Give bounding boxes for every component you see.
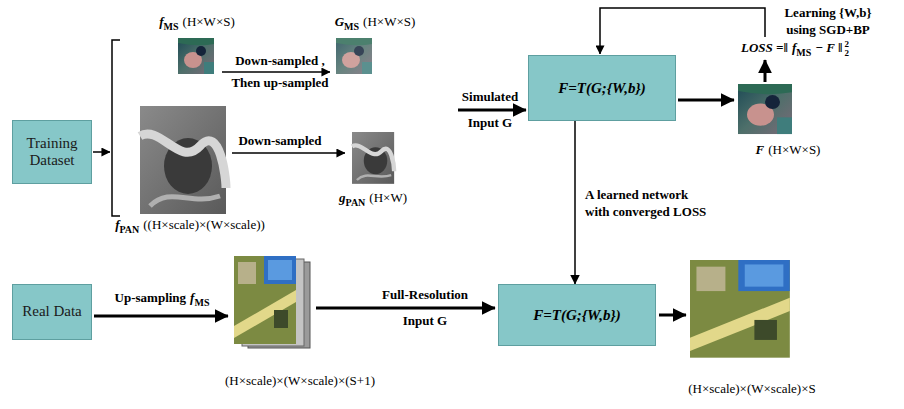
subscript-text: 2 xyxy=(845,49,850,58)
label-text: − F ‖ xyxy=(815,40,842,55)
pan-image-small xyxy=(352,132,394,184)
label-text: LOSS =‖ xyxy=(741,40,788,55)
label-group: fPAN ((H×scale)×(W×scale)) xyxy=(115,217,265,234)
label-group: GMS (H×W×S) xyxy=(335,14,416,31)
label-group: Full-Resolution Input G xyxy=(375,282,475,334)
arrow xyxy=(93,151,110,153)
box-text: Training Dataset xyxy=(17,135,87,170)
thick-arrow xyxy=(678,99,734,102)
arrow xyxy=(232,152,345,154)
label-text: F xyxy=(756,142,765,157)
subscript-text: MS xyxy=(164,21,179,32)
fused-image xyxy=(738,84,792,134)
label-text: Simulated Input G xyxy=(462,89,518,130)
label-text: g xyxy=(339,190,346,205)
label-text: Up-sampling xyxy=(115,290,187,305)
thick-arrow xyxy=(764,60,767,82)
superscript-text: 2 xyxy=(845,40,850,49)
box-text: F=T(G;{W,b}) xyxy=(558,79,645,97)
label-group: Simulated Input G xyxy=(454,84,526,136)
label-group: fMS (H×W×S) xyxy=(159,14,235,31)
network-box: F=T(G;{W,b}) xyxy=(498,284,656,346)
label-text: G xyxy=(335,14,344,29)
dataset-box: Real Data xyxy=(12,284,92,340)
upsampled-image xyxy=(234,256,296,344)
network-box: F=T(G;{W,b}) xyxy=(528,55,676,121)
dataset-box: Training Dataset xyxy=(12,120,92,184)
label-text: (H×W×S) xyxy=(363,14,415,29)
thick-arrow xyxy=(458,109,526,112)
ms-image-blurred xyxy=(336,38,372,74)
label-text: f xyxy=(115,217,119,232)
label-text: (H×W) xyxy=(369,190,407,205)
label-text: (H×W×S) xyxy=(768,142,820,157)
arrow xyxy=(222,71,330,73)
label-text: f xyxy=(190,290,194,305)
subscript-text: PAN xyxy=(346,197,366,208)
box-text: Real Data xyxy=(22,303,82,320)
ms-image xyxy=(178,38,214,74)
label-group: F(H×W×S) xyxy=(756,142,821,158)
thick-arrow xyxy=(316,307,495,310)
label-text: (H×scale)×(W×scale)×S xyxy=(688,381,816,396)
label-group: gPAN(H×W) xyxy=(339,190,407,207)
label-group: Down-sampled , Then up-sampled xyxy=(224,50,336,94)
thick-arrow xyxy=(659,314,686,317)
label-text: ((H×scale)×(W×scale)) xyxy=(143,217,265,232)
bracket xyxy=(112,40,120,216)
label-group: Down-sampled xyxy=(238,133,321,149)
thick-arrow xyxy=(94,315,228,318)
label-group: LOSS =‖ fMS − F ‖22 xyxy=(741,40,849,58)
label-text: (H×scale)×(W×scale)×(S+1) xyxy=(225,373,375,388)
label-group: (H×scale)×(W×scale)×(S+1) xyxy=(225,373,375,389)
exponent-stack: 22 xyxy=(845,40,850,58)
subscript-text: MS xyxy=(796,47,811,58)
edge-label: A learned network with converged LOSS xyxy=(585,186,713,220)
feedback-arrow xyxy=(600,8,765,54)
label-group: Learning {W,b} using SGD+BP xyxy=(776,4,881,38)
output-image xyxy=(690,260,790,358)
subscript-text: MS xyxy=(194,297,209,308)
label-group: Up-samplingfMS xyxy=(115,290,210,307)
label-text: Down-sampled xyxy=(238,133,321,148)
pan-image xyxy=(140,106,226,214)
box-text: F=T(G;{W,b}) xyxy=(533,306,620,324)
label-group: (H×scale)×(W×scale)×S xyxy=(688,381,816,397)
label-text: Learning {W,b} using SGD+BP xyxy=(784,5,871,37)
label-text: Full-Resolution Input G xyxy=(382,287,468,328)
label-text: f xyxy=(792,40,796,55)
subscript-text: MS xyxy=(344,21,359,32)
label-text: Down-sampled , Then up-sampled xyxy=(231,53,328,90)
connector-arrow xyxy=(574,121,576,284)
label-text: f xyxy=(159,14,163,29)
subscript-text: PAN xyxy=(119,224,139,235)
label-text: (H×W×S) xyxy=(183,14,235,29)
